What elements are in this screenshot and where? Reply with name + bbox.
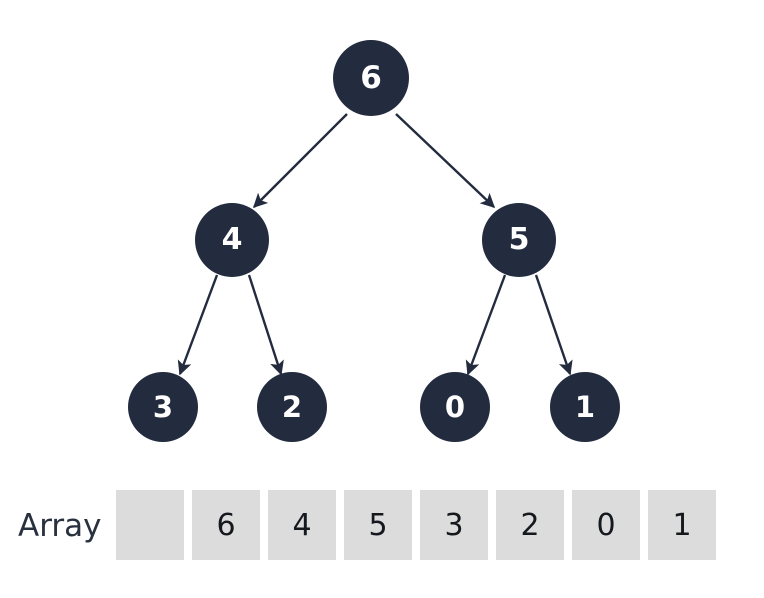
tree-node-3[interactable]: 3 xyxy=(128,372,198,442)
array-cell-3[interactable]: 5 xyxy=(344,490,412,560)
tree-edge-n2-to-n5 xyxy=(465,274,507,376)
tree-node-label: 1 xyxy=(574,389,596,424)
tree-node-label: 4 xyxy=(221,222,243,257)
tree-node-label: 5 xyxy=(508,222,530,257)
tree-node-4[interactable]: 4 xyxy=(195,203,269,277)
tree-node-2[interactable]: 2 xyxy=(257,372,327,442)
tree-edge-n1-to-n4 xyxy=(247,274,284,376)
tree-node-label: 3 xyxy=(152,389,174,424)
tree-node-5[interactable]: 5 xyxy=(482,203,556,277)
array-cell-1[interactable]: 6 xyxy=(192,490,260,560)
array-cell-5[interactable]: 2 xyxy=(496,490,564,560)
tree-edge-n1-to-n3 xyxy=(177,274,219,376)
array-label: Array xyxy=(18,508,102,544)
tree-node-label: 0 xyxy=(444,389,466,424)
tree-edge-n0-to-n1 xyxy=(252,113,348,209)
tree-node-0[interactable]: 0 xyxy=(420,372,490,442)
array-cell-value: 2 xyxy=(520,507,540,543)
tree-node-6[interactable]: 6 xyxy=(333,40,409,116)
array-cell-4[interactable]: 3 xyxy=(420,490,488,560)
array-cell-value: 0 xyxy=(596,507,616,543)
array-cell-value: 4 xyxy=(292,507,312,543)
array-cell-value: 5 xyxy=(368,507,388,543)
array-cell-value: 3 xyxy=(444,507,464,543)
tree-edge-n0-to-n2 xyxy=(395,113,496,208)
array-cell-2[interactable]: 4 xyxy=(268,490,336,560)
array-row: 6 4 5 3 2 0 1 xyxy=(0,490,764,562)
array-cell-value: 1 xyxy=(672,507,692,543)
array-cell-value: 6 xyxy=(216,507,236,543)
array-cell-0[interactable] xyxy=(116,490,184,560)
array-cell-6[interactable]: 0 xyxy=(572,490,640,560)
tree-edge-n2-to-n6 xyxy=(534,274,573,376)
tree-node-label: 2 xyxy=(281,389,303,424)
tree-node-label: 6 xyxy=(360,59,382,96)
tree-node-1[interactable]: 1 xyxy=(550,372,620,442)
array-cell-7[interactable]: 1 xyxy=(648,490,716,560)
